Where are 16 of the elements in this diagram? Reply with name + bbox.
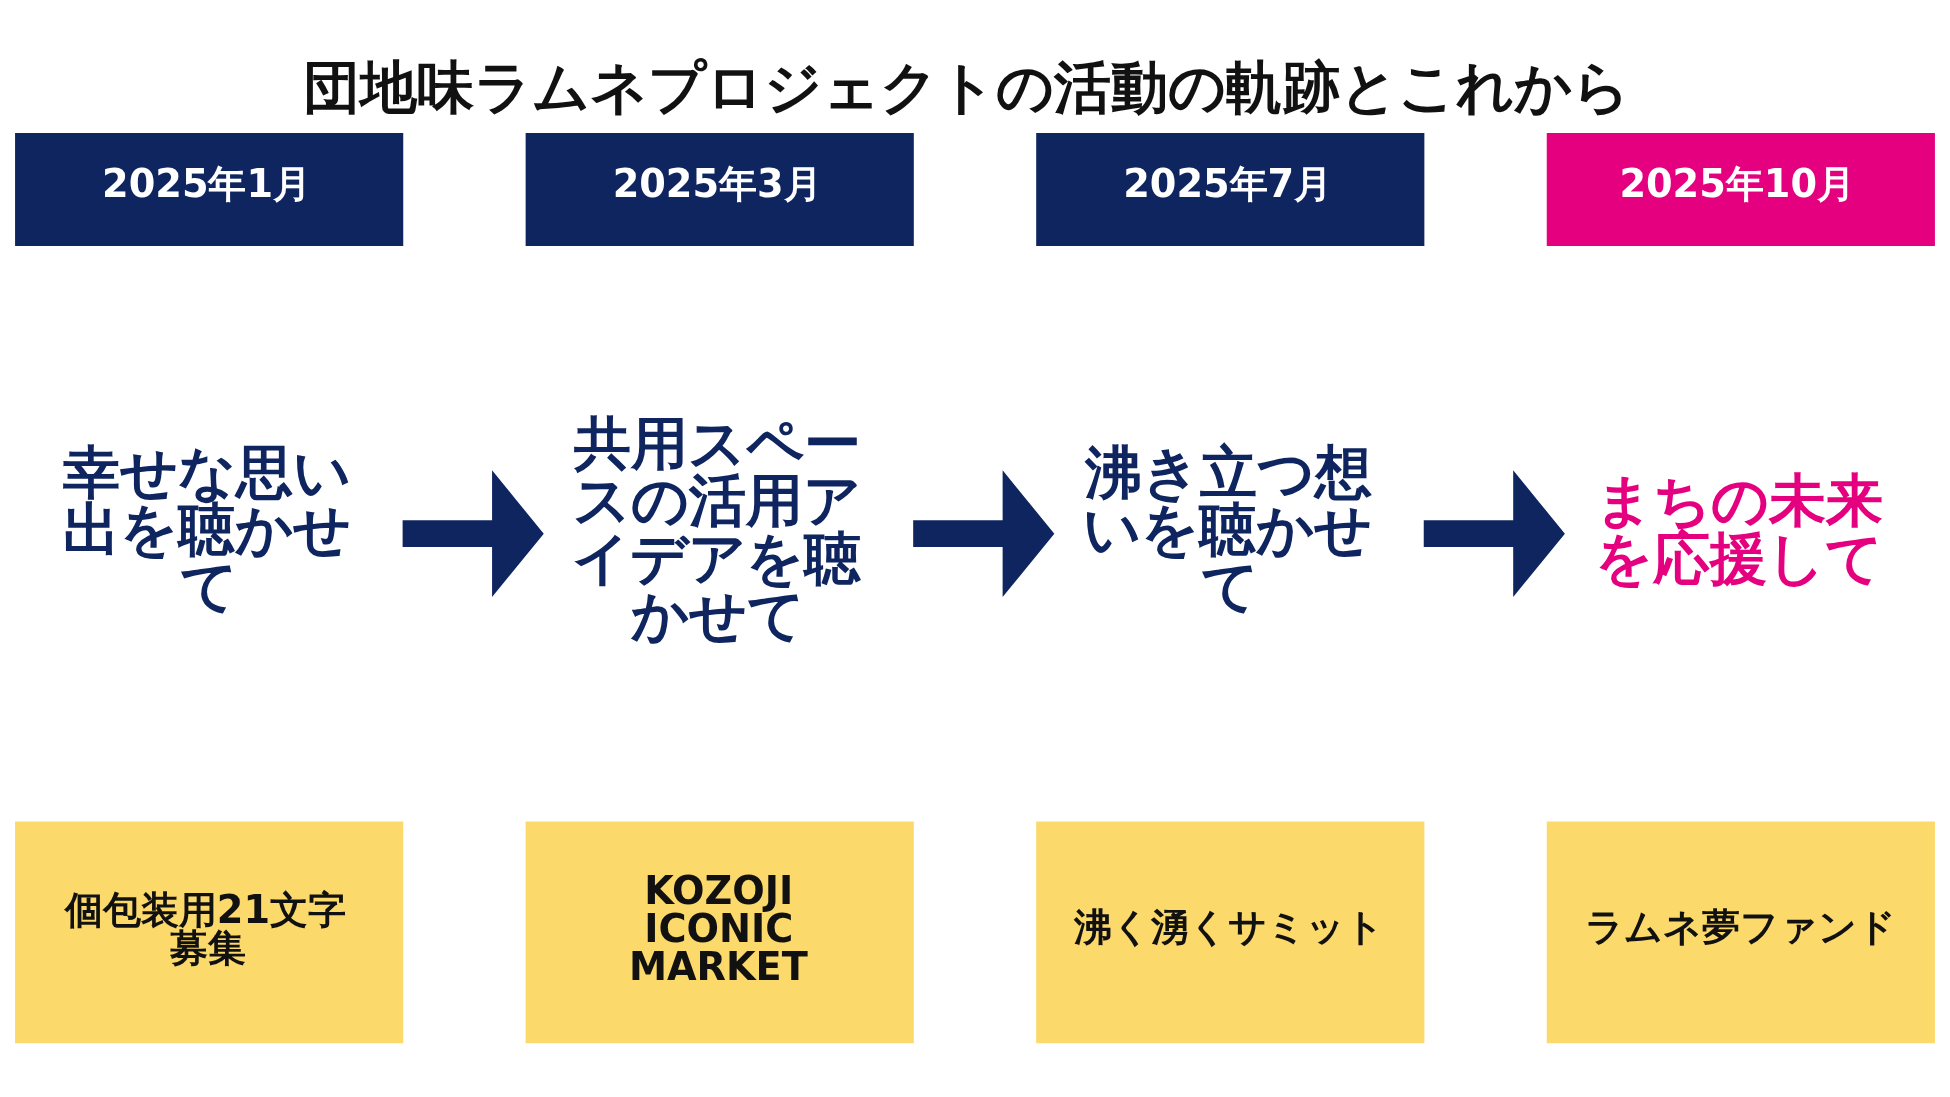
arrow (402, 469, 544, 597)
node-text: まちの未来を応援して (1594, 466, 1883, 592)
node-box: ラムネ夢ファンド (1546, 821, 1935, 1043)
node-text: 共用スペースの活用アイデアを聴かせて (572, 409, 862, 649)
arrow (913, 469, 1055, 597)
node-box: KOZOJI ICONIC MARKET (525, 821, 914, 1043)
node-box: 2025年7月 (1036, 132, 1425, 246)
node-box: 2025年10月 (1546, 132, 1935, 246)
node-box: 沸く湧くサミット (1036, 821, 1425, 1043)
node-text: 幸せな思い出を聴かせて (62, 438, 351, 620)
diagram-title: 団地味ラムネプロジェクトの活動の軌跡とこれから (302, 53, 1630, 121)
node-text: 沸き立つ想いを聴かせて (1083, 438, 1373, 620)
node-box: 2025年3月 (525, 132, 914, 246)
node-box: 個包装用21文字募集 (15, 821, 404, 1043)
node-box: 2025年1月 (15, 132, 404, 246)
arrow (1423, 469, 1565, 597)
